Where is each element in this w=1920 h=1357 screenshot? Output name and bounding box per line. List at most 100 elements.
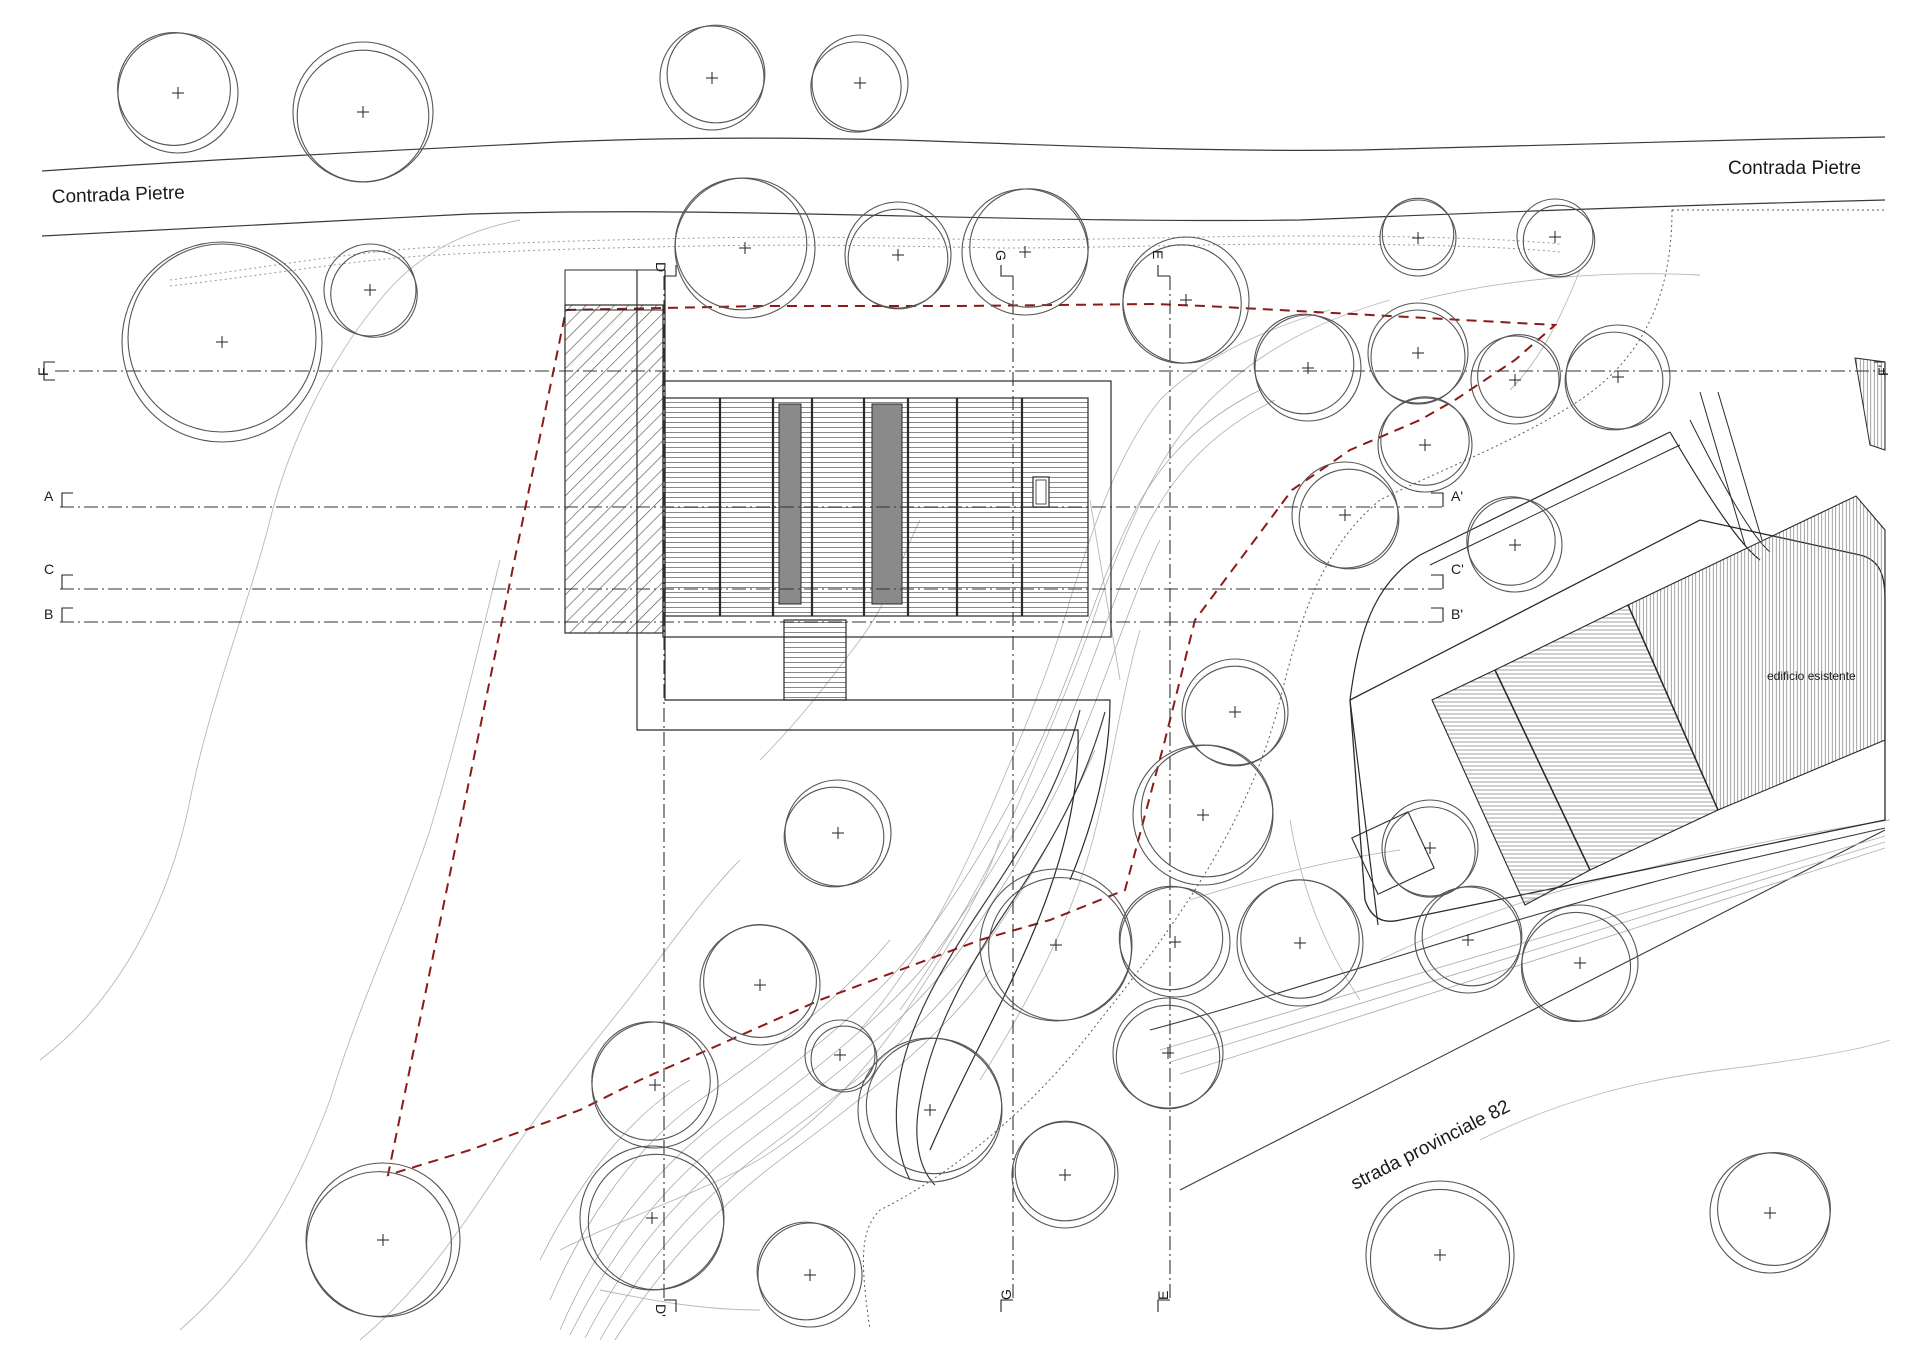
tree-canopy	[1467, 497, 1563, 593]
tree-canopy	[1377, 397, 1473, 493]
tree-canopy-outline	[988, 877, 1132, 1021]
road-label-contrada-pietre-right: Contrada Pietre	[1728, 158, 1861, 179]
tree-symbol	[1379, 197, 1457, 277]
tree-canopy-outline	[1384, 806, 1476, 898]
tree-symbol	[117, 32, 239, 154]
tree-symbol	[783, 779, 892, 888]
tree-symbol	[292, 41, 434, 183]
tree-symbol	[979, 868, 1133, 1022]
tree-center-mark	[364, 284, 376, 296]
tree-symbol	[1118, 885, 1231, 998]
tree-canopy	[659, 25, 765, 131]
tree-center-mark	[1180, 294, 1192, 306]
tree-symbol	[1709, 1152, 1831, 1274]
tree-canopy	[1470, 335, 1560, 425]
tree-symbol	[961, 188, 1089, 316]
tree-canopy-outline	[703, 924, 817, 1038]
tree-symbol	[659, 24, 766, 131]
tree-symbol	[1414, 885, 1523, 994]
tree-canopy	[811, 34, 909, 132]
tree-center-mark	[1764, 1207, 1776, 1219]
tree-center-mark	[1424, 842, 1436, 854]
tree-canopy-outline	[587, 1153, 725, 1291]
tree-center-mark	[1412, 232, 1424, 244]
section-mark-d-prime: D'	[653, 1304, 669, 1317]
tree-canopy-outline	[1520, 911, 1632, 1023]
tree-canopy	[1565, 324, 1671, 430]
tree-center-mark	[646, 1212, 658, 1224]
tree-canopy-outline	[117, 32, 231, 146]
tree-canopy-outline	[1421, 885, 1523, 987]
tree-canopy-outline	[1370, 309, 1466, 405]
tree-canopy-outline	[1014, 1120, 1116, 1222]
tree-symbol	[1132, 744, 1274, 886]
tree-canopy	[1112, 997, 1224, 1109]
skylight	[871, 403, 903, 605]
tree-canopy-outline	[1381, 197, 1455, 271]
tree-canopy	[1291, 461, 1399, 569]
tree-center-mark	[1574, 957, 1586, 969]
tree-canopy	[1379, 199, 1457, 277]
tree-canopy-outline	[674, 177, 808, 311]
building-outer-footprint	[662, 380, 1112, 638]
tree-canopy-outline	[1380, 396, 1470, 486]
entrance-stair	[783, 619, 847, 701]
tree-symbol	[305, 1162, 461, 1318]
slope-contours	[539, 389, 1276, 1341]
road-lane-lines	[1159, 835, 1886, 1075]
tree-center-mark	[834, 1049, 846, 1061]
tree-symbol	[579, 1145, 725, 1291]
tree-canopy	[1254, 314, 1362, 422]
tree-symbol	[804, 1019, 878, 1093]
tree-center-mark	[706, 72, 718, 84]
tree-canopy-outline	[847, 208, 949, 310]
terrace-outline	[636, 270, 1079, 1151]
tree-symbol	[1381, 799, 1479, 898]
tree-symbol	[1520, 904, 1639, 1023]
tree-canopy	[844, 201, 952, 309]
tree-canopy-outline	[1717, 1152, 1831, 1266]
tree-center-mark	[892, 249, 904, 261]
section-mark-e: E	[1150, 250, 1166, 259]
tree-center-mark	[649, 1079, 661, 1091]
tree-canopy-outline	[783, 786, 885, 888]
tree-center-mark	[804, 1269, 816, 1281]
tree-canopy-outline	[1522, 204, 1596, 278]
tree-center-mark	[1229, 706, 1241, 718]
section-mark-d: D	[653, 262, 669, 272]
tree-symbol	[121, 241, 323, 443]
access-drive	[895, 709, 1106, 1186]
tree-symbol	[1181, 658, 1289, 767]
tree-center-mark	[1169, 936, 1181, 948]
tree-canopy	[1011, 1121, 1119, 1229]
section-mark-c-prime: C'	[1451, 561, 1464, 577]
tree-center-mark	[739, 242, 751, 254]
section-mark-b-prime: B'	[1451, 606, 1463, 622]
tree-symbol	[756, 1221, 863, 1328]
tree-symbol	[1516, 198, 1596, 278]
tree-symbol	[810, 34, 909, 133]
section-mark-a: A	[44, 488, 54, 504]
tree-symbol	[591, 1021, 719, 1149]
tree-symbol	[1253, 313, 1362, 422]
tree-canopy	[979, 868, 1133, 1022]
tree-canopy-outline	[1122, 244, 1242, 364]
tree-canopy-outline	[1140, 744, 1274, 878]
tree-center-mark	[854, 77, 866, 89]
tree-center-mark	[357, 106, 369, 118]
tree-canopy	[1181, 658, 1289, 766]
tree-canopy-outline	[1115, 1004, 1221, 1110]
section-brackets	[43, 265, 1886, 1312]
tree-canopy-outline	[330, 250, 418, 338]
tree-canopy	[305, 1162, 461, 1318]
tree-center-mark	[1019, 246, 1031, 258]
strada-provinciale-road	[1149, 827, 1886, 1191]
tree-center-mark	[1059, 1169, 1071, 1181]
tree-canopy-outline	[810, 1025, 878, 1093]
small-structure	[1854, 357, 1886, 451]
tree-center-mark	[172, 87, 184, 99]
tree-center-mark	[1549, 231, 1561, 243]
tree-center-mark	[1434, 1249, 1446, 1261]
tree-canopy-outline	[1369, 1188, 1511, 1330]
